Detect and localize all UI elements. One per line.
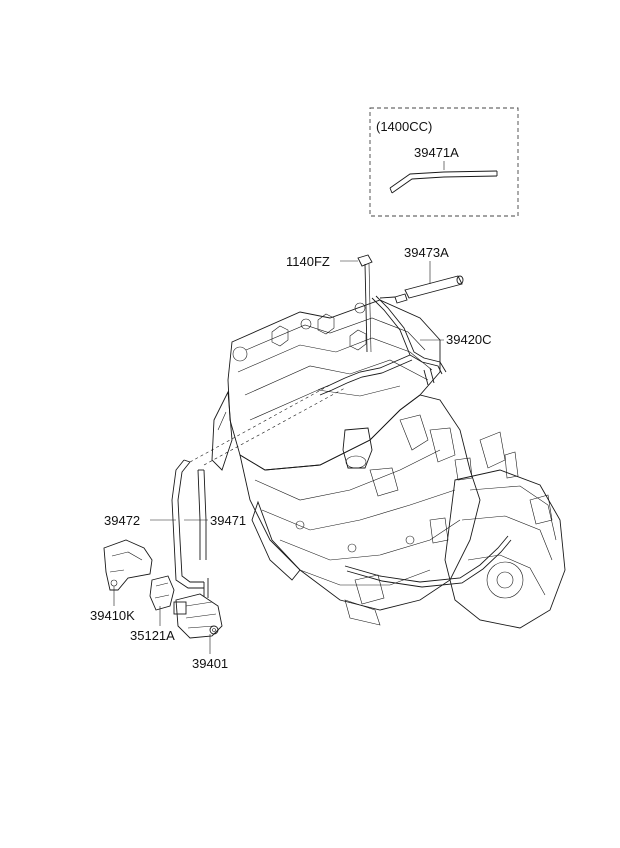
inset-variant-label: (1400CC)	[376, 119, 432, 134]
engine-assembly	[211, 299, 566, 629]
hose-39471-part	[171, 384, 346, 600]
inset-part-label: 39471A	[414, 145, 459, 160]
bracket-39410k-part	[103, 539, 153, 591]
callout-39420c: 39420C	[420, 332, 492, 347]
connector-35121a-part	[149, 575, 175, 611]
callout-39410k: 39410K	[90, 586, 135, 623]
inset-hose	[389, 170, 498, 194]
callout-39401: 39401	[192, 634, 228, 671]
bolt-1140fz-part	[357, 254, 373, 353]
inset-box: (1400CC) 39471A	[369, 107, 519, 217]
label-35121a: 35121A	[130, 628, 175, 643]
label-1140fz: 1140FZ	[286, 254, 330, 269]
actuator-39401-part	[173, 593, 223, 639]
label-39471: 39471	[210, 513, 246, 528]
label-39472: 39472	[104, 513, 140, 528]
sensor-39473a-part	[379, 275, 464, 304]
callout-39473a: 39473A	[404, 245, 449, 284]
callout-39471: 39471	[184, 513, 246, 528]
pipe-39420c-part	[317, 295, 512, 588]
label-39410k: 39410K	[90, 608, 135, 623]
callout-35121a: 35121A	[130, 606, 175, 643]
inset-border	[369, 107, 519, 217]
label-39420c: 39420C	[446, 332, 492, 347]
label-39473a: 39473A	[404, 245, 449, 260]
callout-39472: 39472	[104, 513, 176, 528]
callout-1140fz: 1140FZ	[286, 254, 358, 269]
label-39401: 39401	[192, 656, 228, 671]
